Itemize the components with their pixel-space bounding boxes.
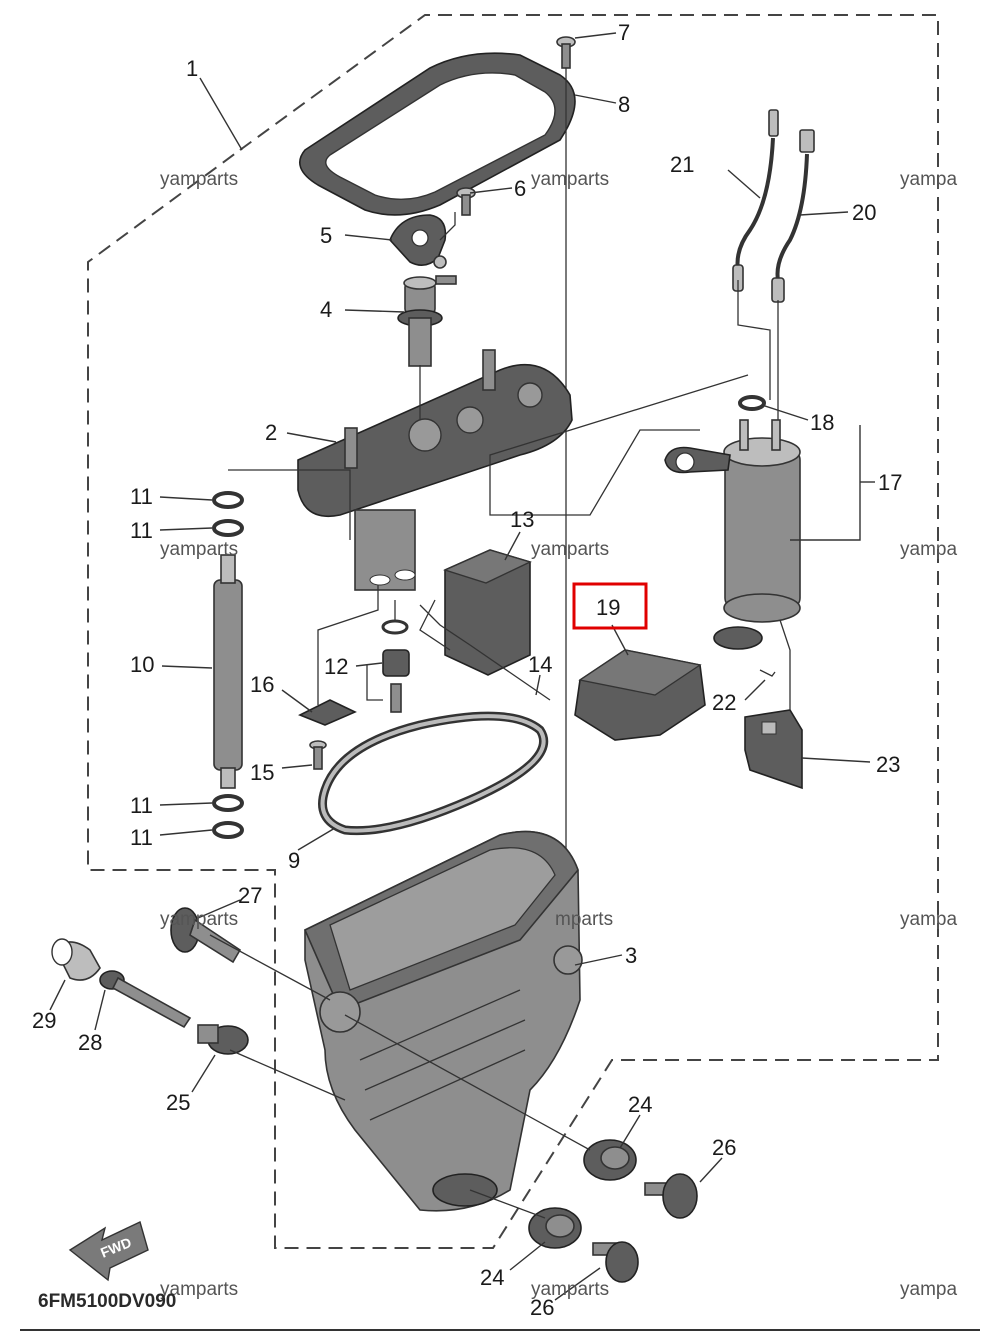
callout-6: 6 (514, 176, 526, 201)
part-washer-18[interactable] (738, 395, 766, 411)
callout-11-a: 11 (130, 484, 153, 509)
part-fuel-pipe[interactable] (213, 554, 243, 789)
svg-text:yamparts: yamparts (531, 169, 609, 190)
svg-text:yampa: yampa (900, 539, 957, 560)
callout-7: 7 (618, 20, 630, 45)
part-plate-23[interactable] (744, 709, 803, 790)
callout-15: 15 (250, 760, 274, 785)
svg-text:yamparts: yamparts (160, 539, 238, 560)
callout-9: 9 (288, 848, 300, 873)
svg-text:yampa: yampa (900, 1279, 957, 1300)
callout-29: 29 (32, 1008, 56, 1033)
part-o-ring[interactable] (318, 711, 549, 836)
callout-5: 5 (320, 223, 332, 248)
part-screw-15[interactable] (309, 740, 327, 770)
callout-24-a: 24 (628, 1092, 652, 1117)
callout-11-c: 11 (130, 793, 153, 818)
svg-text:yamparts: yamparts (160, 909, 238, 930)
svg-text:yampa: yampa (900, 169, 957, 190)
callout-24-b: 24 (480, 1265, 504, 1290)
part-housing[interactable] (303, 830, 583, 1212)
part-mount-25[interactable] (197, 1024, 249, 1055)
svg-text:yamparts: yamparts (160, 1279, 238, 1300)
assembly-guide-lines (209, 212, 791, 1219)
leader-lines (49, 32, 875, 1301)
callout-11-b: 11 (130, 518, 153, 543)
callout-25: 25 (166, 1090, 190, 1115)
callout-27: 27 (238, 883, 262, 908)
callout-8: 8 (618, 92, 630, 117)
part-clamp[interactable] (389, 214, 447, 269)
callout-26-a: 26 (712, 1135, 736, 1160)
callout-20: 20 (852, 200, 876, 225)
part-grommet-24-upper[interactable] (583, 1139, 637, 1181)
part-washers[interactable] (212, 491, 244, 839)
part-bolt-28[interactable] (99, 970, 192, 1029)
part-block-13[interactable] (443, 549, 532, 676)
part-gasket[interactable] (298, 52, 576, 216)
part-cover-plate[interactable] (297, 349, 573, 591)
part-pin-22[interactable] (759, 669, 776, 677)
svg-text:mparts: mparts (555, 909, 613, 930)
callout-26-b: 26 (530, 1295, 554, 1320)
part-bolt-26-upper[interactable] (644, 1173, 698, 1219)
diagram-code: 6FM5100DV090 (38, 1291, 176, 1312)
callout-11-d: 11 (130, 825, 153, 850)
part-bolt-7[interactable] (556, 36, 576, 69)
svg-text:yampa: yampa (900, 909, 957, 930)
callout-14: 14 (528, 652, 552, 677)
part-pressure-regulator[interactable] (397, 275, 457, 367)
part-lead-20[interactable] (771, 129, 815, 303)
callout-labels: 1 7 8 6 5 4 2 11 11 10 12 16 15 11 11 9 … (32, 20, 902, 1320)
callout-2: 2 (265, 420, 277, 445)
part-collar-29[interactable] (51, 938, 101, 981)
callout-3: 3 (625, 943, 637, 968)
callout-12: 12 (324, 654, 348, 679)
callout-23: 23 (876, 752, 900, 777)
svg-text:yamparts: yamparts (531, 539, 609, 560)
part-bolt-26-lower[interactable] (592, 1241, 639, 1283)
part-bracket-16[interactable] (298, 699, 357, 726)
callout-18: 18 (810, 410, 834, 435)
highlight-box-19 (572, 582, 648, 630)
assembly-boundary (87, 14, 939, 1249)
part-bolt-27[interactable] (170, 907, 242, 964)
callout-1: 1 (186, 56, 198, 81)
callout-16: 16 (250, 672, 274, 697)
callout-21: 21 (670, 152, 694, 177)
watermarks: yamparts yamparts yampa yamparts yampart… (160, 169, 957, 1300)
part-pump-base[interactable] (713, 626, 763, 650)
part-fuel-pump[interactable] (664, 419, 801, 623)
part-grommet-24-lower[interactable] (528, 1207, 582, 1249)
part-filter-19[interactable] (574, 649, 706, 741)
callout-28: 28 (78, 1030, 102, 1055)
callout-10: 10 (130, 652, 154, 677)
part-bolt-6[interactable] (456, 187, 476, 216)
svg-text:yamparts: yamparts (531, 1279, 609, 1300)
callout-13: 13 (510, 507, 534, 532)
svg-text:yamparts: yamparts (160, 169, 238, 190)
callout-17: 17 (878, 470, 902, 495)
part-wire-14[interactable] (419, 604, 551, 701)
part-fitting-12[interactable] (381, 619, 410, 713)
callout-22: 22 (712, 690, 736, 715)
part-lead-21[interactable] (732, 109, 779, 292)
callout-4: 4 (320, 297, 332, 322)
fwd-arrow-icon: FWD (68, 1221, 149, 1282)
callout-19: 19 (596, 595, 620, 620)
